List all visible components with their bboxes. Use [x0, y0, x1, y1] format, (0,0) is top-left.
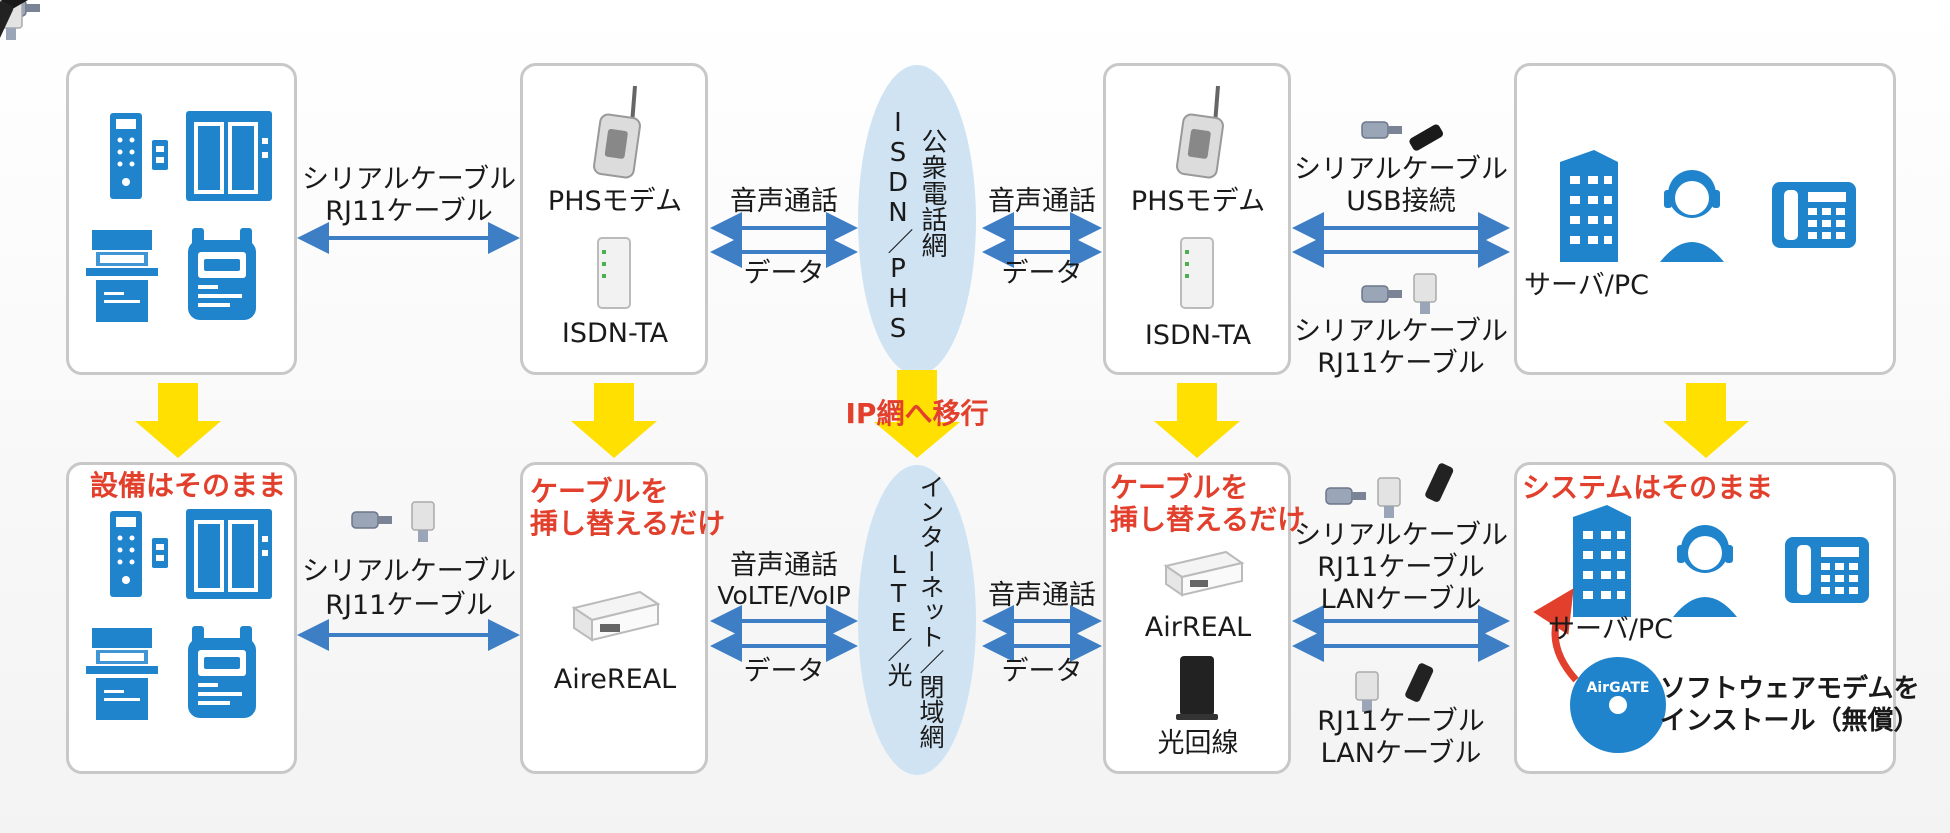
bottom-conn-a-line2: RJ11ケーブル [1317, 552, 1485, 583]
bottom-voice-left-line2: VoLTE/VoIP [717, 581, 851, 610]
usb-connector-icon [1, 0, 35, 11]
swap-right-line2: 挿し替えるだけ [1110, 503, 1306, 536]
top-rj11-line1: シリアルケーブル [1293, 316, 1509, 347]
phs-modem-label-right: PHSモデム [1130, 186, 1266, 217]
meter-icon [188, 228, 256, 320]
lan-connector-icon [0, 1, 14, 40]
top-conn1-line1: シリアルケーブル [302, 164, 517, 195]
network-type-bottom: LTE／光 [884, 550, 913, 687]
isdn-ta-icon-top-left [597, 237, 631, 309]
system-note: システムはそのまま [1522, 471, 1774, 504]
atm-icon [86, 230, 158, 322]
bottom-conn-a-line1: シリアルケーブル [1293, 520, 1509, 551]
fiber-label: 光回線 [1157, 728, 1239, 759]
device-box-bottom-right [1103, 462, 1291, 774]
elevator-icon [186, 111, 272, 201]
server-label-top: サーバ/PC [1524, 270, 1649, 301]
swap-left-line2: 挿し替えるだけ [530, 507, 726, 540]
migration-label: IP網へ移行 [845, 397, 989, 430]
phs-modem-label-left: PHSモデム [547, 186, 683, 217]
install-line2: インストール（無償） [1660, 706, 1920, 736]
operator-icon [1660, 170, 1724, 262]
bottom-voice-left-line1: 音声通話 [730, 550, 838, 581]
fiber-router-icon [1176, 656, 1218, 720]
migration-arrow-5 [1663, 383, 1749, 458]
server-building-icon [1560, 150, 1618, 262]
server-icons [1560, 150, 1856, 262]
bottom-voice-right: 音声通話 [988, 580, 1096, 611]
elevator-panel-icon [110, 113, 142, 199]
swap-left-line1: ケーブルを [530, 475, 669, 508]
bottom-conn-a-line3: LANケーブル [1320, 584, 1482, 615]
bottom-data-right: データ [1001, 656, 1083, 687]
network-name-top: 公衆電話網 [917, 128, 947, 258]
network-oval-top [858, 65, 976, 375]
top-voice-left: 音声通話 [730, 186, 838, 217]
bottom-conn-b-line1: RJ11ケーブル [1317, 706, 1485, 737]
install-line1: ソフトウェアモデムを [1660, 674, 1920, 704]
bottom-conn-b-line2: LANケーブル [1320, 738, 1482, 769]
airreal-label: AirREAL [1144, 612, 1252, 643]
airgate-disc-icon [1570, 657, 1666, 753]
bottom-conn1-line1: シリアルケーブル [302, 556, 517, 587]
airereal-label: AireREAL [553, 664, 677, 695]
network-oval-bottom [858, 465, 976, 775]
equipment-icons [86, 111, 272, 322]
migration-arrow-4 [1154, 383, 1240, 458]
server-label-bottom: サーバ/PC [1548, 614, 1673, 645]
bottom-conn1-line2: RJ11ケーブル [325, 590, 493, 621]
isdn-ta-label-right: ISDN-TA [1144, 320, 1252, 351]
isdn-ta-icon-top-right [1180, 237, 1214, 309]
top-rj11-line2: RJ11ケーブル [1317, 348, 1485, 379]
phs-modem-icon-top-left [593, 85, 641, 179]
phs-modem-icon-top-right [1176, 85, 1224, 179]
swap-right-line1: ケーブルを [1110, 471, 1249, 504]
migration-arrow-3 [874, 370, 960, 458]
top-data-left: データ [743, 258, 825, 289]
top-usb-line2: USB接続 [1346, 186, 1456, 217]
top-data-right: データ [1001, 258, 1083, 289]
network-name-bottom: インターネット／閉域網 [916, 474, 945, 749]
migration-arrow-1 [135, 383, 221, 458]
top-conn1-line2: RJ11ケーブル [325, 196, 493, 227]
call-button-icon [152, 140, 168, 170]
phone-icon [1772, 182, 1856, 248]
isdn-ta-label-left: ISDN-TA [561, 318, 669, 349]
top-voice-right: 音声通話 [988, 186, 1096, 217]
top-usb-line1: シリアルケーブル [1293, 154, 1509, 185]
bottom-data-left: データ [743, 656, 825, 687]
airereal-device-icon [571, 590, 661, 642]
connection-arrows [297, 212, 1510, 662]
equipment-note: 設備はそのまま [90, 469, 287, 502]
network-type-top: ISDN／PHS [883, 108, 913, 344]
airgate-label: AirGATE [1586, 680, 1650, 696]
install-arrow-icon [1533, 588, 1579, 683]
airreal-device-icon [1163, 550, 1245, 597]
migration-arrow-2 [571, 383, 657, 458]
